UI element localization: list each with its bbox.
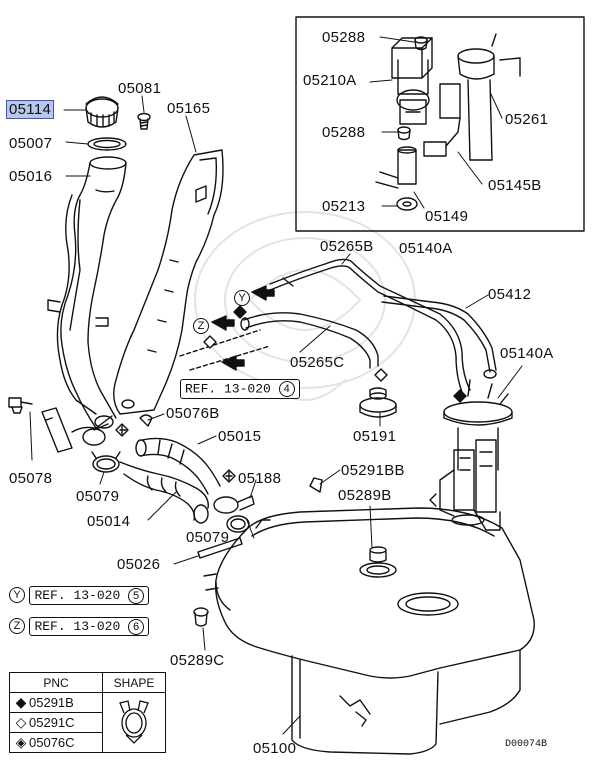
part-label-05007[interactable]: 05007 — [9, 135, 53, 152]
hose-05412-drawing — [381, 295, 497, 379]
part-label-05076B[interactable]: 05076B — [166, 405, 220, 422]
reference-z-text: REF. 13-020 — [34, 619, 121, 634]
hose-clamp-left-drawing — [91, 451, 121, 473]
legend-row[interactable]: ◆05291B — [9, 692, 166, 753]
breather-pipe-drawing — [56, 194, 97, 415]
part-label-05261[interactable]: 05261 — [505, 111, 549, 128]
part-label-05015[interactable]: 05015 — [218, 428, 262, 445]
diagram-code: D00074B — [505, 739, 548, 750]
direction-arrows — [211, 285, 275, 371]
part-label-05412[interactable]: 05412 — [488, 286, 532, 303]
filled-diamond-icon: ◆ — [15, 694, 27, 710]
hose-clamp-right-drawing — [213, 495, 255, 533]
protector-panel-drawing — [113, 149, 224, 415]
part-label-05078[interactable]: 05078 — [9, 470, 53, 487]
leader-lines — [29, 36, 523, 735]
part-label-05265C[interactable]: 05265C — [290, 354, 345, 371]
reference-z-box: REF. 13-020 6 — [29, 617, 150, 636]
inset-pump-motor-05149-drawing — [375, 146, 417, 189]
reference-box-main[interactable]: REF. 13-020 4 — [180, 379, 300, 399]
part-label-05191[interactable]: 05191 — [353, 428, 397, 445]
inset-cap-05288-top-drawing — [414, 36, 428, 51]
filler-neck-drawing — [47, 156, 127, 429]
filler-cap-drawing — [85, 96, 119, 128]
part-label-05026[interactable]: 05026 — [117, 556, 161, 573]
part-label-05079-right[interactable]: 05079 — [186, 529, 230, 546]
inset-bracket-05261-drawing — [439, 33, 521, 161]
inset-cap-05288-bottom-drawing — [397, 126, 411, 141]
part-label-05265B[interactable]: 05265B — [320, 238, 374, 255]
shape-symbols — [115, 305, 467, 493]
part-label-05140A[interactable]: 05140A — [500, 345, 554, 362]
part-label-05079-left[interactable]: 05079 — [76, 488, 120, 505]
part-label-05291BB[interactable]: 05291BB — [341, 462, 405, 479]
reference-z-number: 6 — [128, 618, 145, 635]
marker-z: Z — [193, 318, 209, 334]
reference-z-marker: Z — [9, 617, 25, 634]
part-label-05145B[interactable]: 05145B — [488, 177, 542, 194]
inset-harness-05145B-drawing — [423, 117, 461, 157]
part-label-05288-bottom[interactable]: 05288 — [322, 124, 366, 141]
part-label-05149[interactable]: 05149 — [425, 208, 469, 225]
sensor-drawing — [8, 397, 33, 414]
hose-clamp-icon — [119, 700, 149, 744]
reference-y-text: REF. 13-020 — [34, 588, 121, 603]
screw-drawing — [137, 112, 151, 130]
legend-shape-cell — [102, 692, 166, 753]
legend-pnc: 05291C — [29, 715, 75, 730]
hose-05014-drawing — [119, 461, 209, 524]
reference-main-number: 4 — [278, 381, 295, 397]
part-label-05014[interactable]: 05014 — [87, 513, 131, 530]
part-label-05289B[interactable]: 05289B — [338, 487, 392, 504]
inset-pump-05210A-drawing — [391, 37, 433, 125]
sender-unit-drawing — [359, 387, 397, 418]
drain-plug-drawing — [193, 607, 209, 627]
reference-y-marker: Y — [9, 586, 25, 603]
part-label-05188[interactable]: 05188 — [238, 470, 282, 487]
part-label-05210A[interactable]: 05210A — [303, 72, 357, 89]
hose-05015-drawing — [135, 437, 221, 495]
inset-filter-05213-drawing — [396, 197, 418, 211]
gasket-drawing — [87, 137, 127, 151]
reference-y-number: 5 — [128, 587, 145, 604]
legend-pnc: 05076C — [29, 735, 75, 750]
fuel-tank-drawing — [203, 507, 535, 755]
legend-header-pnc: PNC — [9, 672, 103, 693]
shape-legend-table: PNC SHAPE ◆05291B ◇05291C ◈05076C — [9, 672, 166, 753]
hose-05265C-drawing — [240, 312, 379, 369]
legend-row[interactable]: ◈05076C — [9, 732, 166, 753]
fuel-pump-module-drawing — [429, 379, 513, 531]
reference-y-box: REF. 13-020 5 — [29, 586, 150, 605]
part-label-05140A-box[interactable]: 05140A — [399, 240, 453, 257]
reference-line-z[interactable]: Z REF. 13-020 6 — [9, 617, 150, 636]
bracket-drawing — [41, 407, 109, 453]
legend-pnc: 05291B — [29, 695, 74, 710]
strip-drawing — [197, 537, 243, 559]
part-label-05213[interactable]: 05213 — [322, 198, 366, 215]
legend-header-shape: SHAPE — [102, 672, 166, 693]
part-label-05288-top[interactable]: 05288 — [322, 29, 366, 46]
dashed-guide-lines — [179, 329, 271, 371]
hollow-diamond-icon: ◇ — [15, 714, 27, 730]
pump-subassembly-box — [295, 16, 585, 232]
part-label-05114-selected[interactable]: 05114 — [5, 100, 55, 119]
part-label-05165[interactable]: 05165 — [167, 100, 211, 117]
part-label-05289C[interactable]: 05289C — [170, 652, 225, 669]
part-label-05100[interactable]: 05100 — [253, 740, 297, 757]
reference-line-y[interactable]: Y REF. 13-020 5 — [9, 586, 150, 605]
part-label-05081[interactable]: 05081 — [118, 80, 162, 97]
crossed-diamond-icon: ◈ — [15, 734, 27, 750]
reference-main-text: REF. 13-020 — [185, 381, 271, 397]
part-label-05016[interactable]: 05016 — [9, 168, 53, 185]
marker-y: Y — [234, 290, 250, 306]
breather-hose-05265B-drawing — [269, 258, 471, 393]
